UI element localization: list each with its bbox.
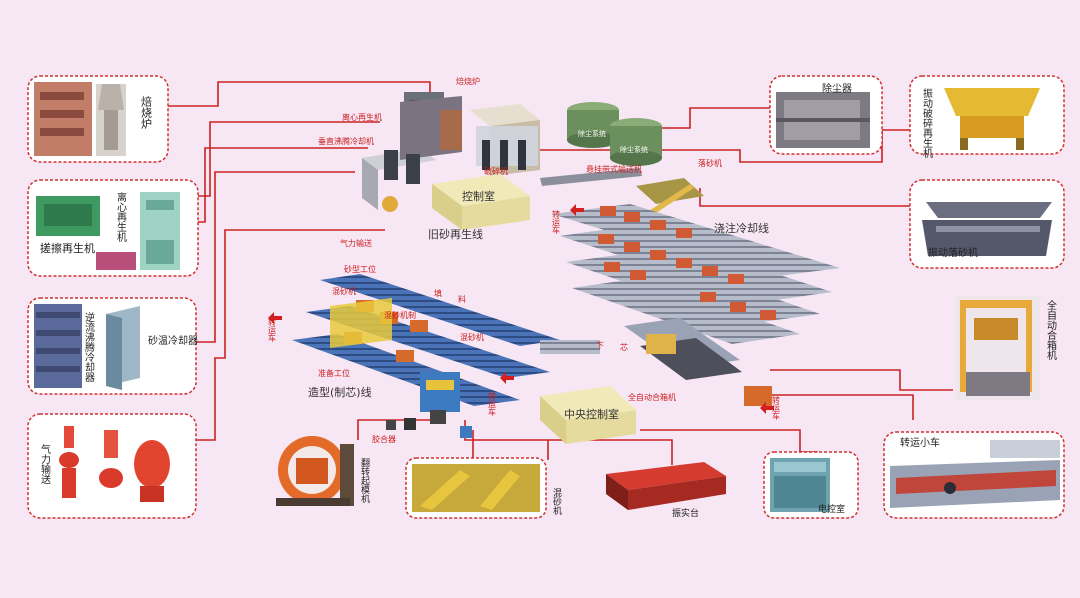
label-scrub: 搓擦再生机 — [40, 241, 95, 255]
tag-mixing: 混砂机制 — [384, 310, 416, 320]
control-room-block — [432, 174, 530, 230]
central-control-room-block — [540, 386, 636, 444]
callout-vib-crush[interactable] — [909, 75, 1065, 155]
callout-roaster[interactable] — [27, 75, 169, 163]
tag-core: 芯 — [620, 342, 628, 352]
label-vib-crush: 振动破碎再生机 — [921, 87, 933, 159]
tag-turn-cart-3: 转运车 — [488, 391, 497, 417]
tag-dust-sys-2: 除尘系统 — [620, 145, 648, 154]
tag-glue: 胶合器 — [372, 434, 396, 444]
callout-sand-cooler[interactable] — [27, 297, 197, 395]
misc-equipment — [386, 410, 472, 438]
tag-turn-cart-1: 转运车 — [268, 317, 277, 343]
tag-old-sand-line: 旧砂再生线 — [428, 227, 483, 241]
tag-recycle: 混砂机 — [460, 332, 484, 342]
callout-rollover[interactable] — [276, 436, 354, 506]
callout-dust-collector[interactable] — [769, 75, 883, 155]
tag-turn-cart-2: 转运车 — [552, 209, 561, 235]
tag-hanging-conveyor: 悬挂带式输送机 — [586, 164, 642, 174]
tag-down: 下 — [596, 341, 604, 350]
callout-sand-mixer[interactable] — [405, 457, 547, 519]
label-pneumatic: 气力输送 — [39, 443, 51, 485]
tag-material: 料 — [458, 294, 466, 304]
tag-auto-closer: 全自动合箱机 — [628, 392, 676, 402]
sand-regen-plant — [362, 92, 662, 212]
label-auto-closer: 全自动合箱机 — [1045, 299, 1057, 361]
tag-pouring-line: 浇注冷却线 — [714, 221, 769, 235]
tag-prep-station: 准备工位 — [318, 368, 350, 378]
tag-centrifugal: 离心再生机 — [342, 112, 382, 122]
pouring-cooling-line — [552, 204, 840, 344]
label-sand-mixer: 混砂机 — [551, 488, 562, 516]
molding-line — [292, 274, 772, 412]
callout-vib-shakeout[interactable] — [909, 179, 1065, 269]
label-centrifugal: 离心再生机 — [115, 191, 127, 243]
label-control-room-photo: 电控室 — [818, 503, 845, 515]
label-roaster: 焙烧炉 — [140, 95, 153, 130]
callout-control-room[interactable] — [763, 451, 859, 519]
tag-molding-line: 造型(制芯)线 — [308, 385, 372, 399]
callout-scrub-regen[interactable] — [27, 179, 199, 277]
callout-auto-closer[interactable] — [956, 296, 1040, 400]
tag-dust-sys-1: 除尘系统 — [578, 129, 606, 138]
tag-vertical-cooler: 垂直沸腾冷却机 — [318, 136, 374, 146]
tag-turn-cart-4: 转运车 — [772, 395, 781, 421]
label-transfer-cart: 转运小车 — [900, 436, 940, 449]
label-vib-shakeout: 振动落砂机 — [928, 246, 978, 259]
label-vibration-table: 振实台 — [672, 507, 699, 519]
tag-shakeout: 落砂机 — [698, 158, 722, 168]
tag-central-control: 中央控制室 — [564, 407, 619, 421]
direction-arrows — [268, 204, 774, 414]
label-countercurrent: 逆流沸腾冷却器 — [83, 311, 95, 383]
label-rollover: 翻转起模机 — [359, 458, 370, 504]
tag-crusher: 破碎机 — [484, 166, 508, 176]
label-sand-cooler: 砂温冷却器 — [148, 334, 198, 347]
tag-sand-mixer: 混砂机 — [332, 286, 356, 296]
callout-pneumatic[interactable] — [27, 413, 197, 519]
label-dust-collector: 除尘器 — [822, 82, 852, 95]
tag-sand-fill-station: 砂型工位 — [344, 264, 376, 274]
callout-transfer-cart[interactable] — [883, 431, 1065, 519]
tag-fill: 填 — [434, 288, 442, 298]
tag-pneumatic: 气力输送 — [340, 238, 372, 248]
tag-roaster: 焙烧炉 — [456, 76, 480, 86]
tag-control-room: 控制室 — [462, 189, 495, 203]
callout-vibration-table[interactable] — [606, 462, 726, 510]
